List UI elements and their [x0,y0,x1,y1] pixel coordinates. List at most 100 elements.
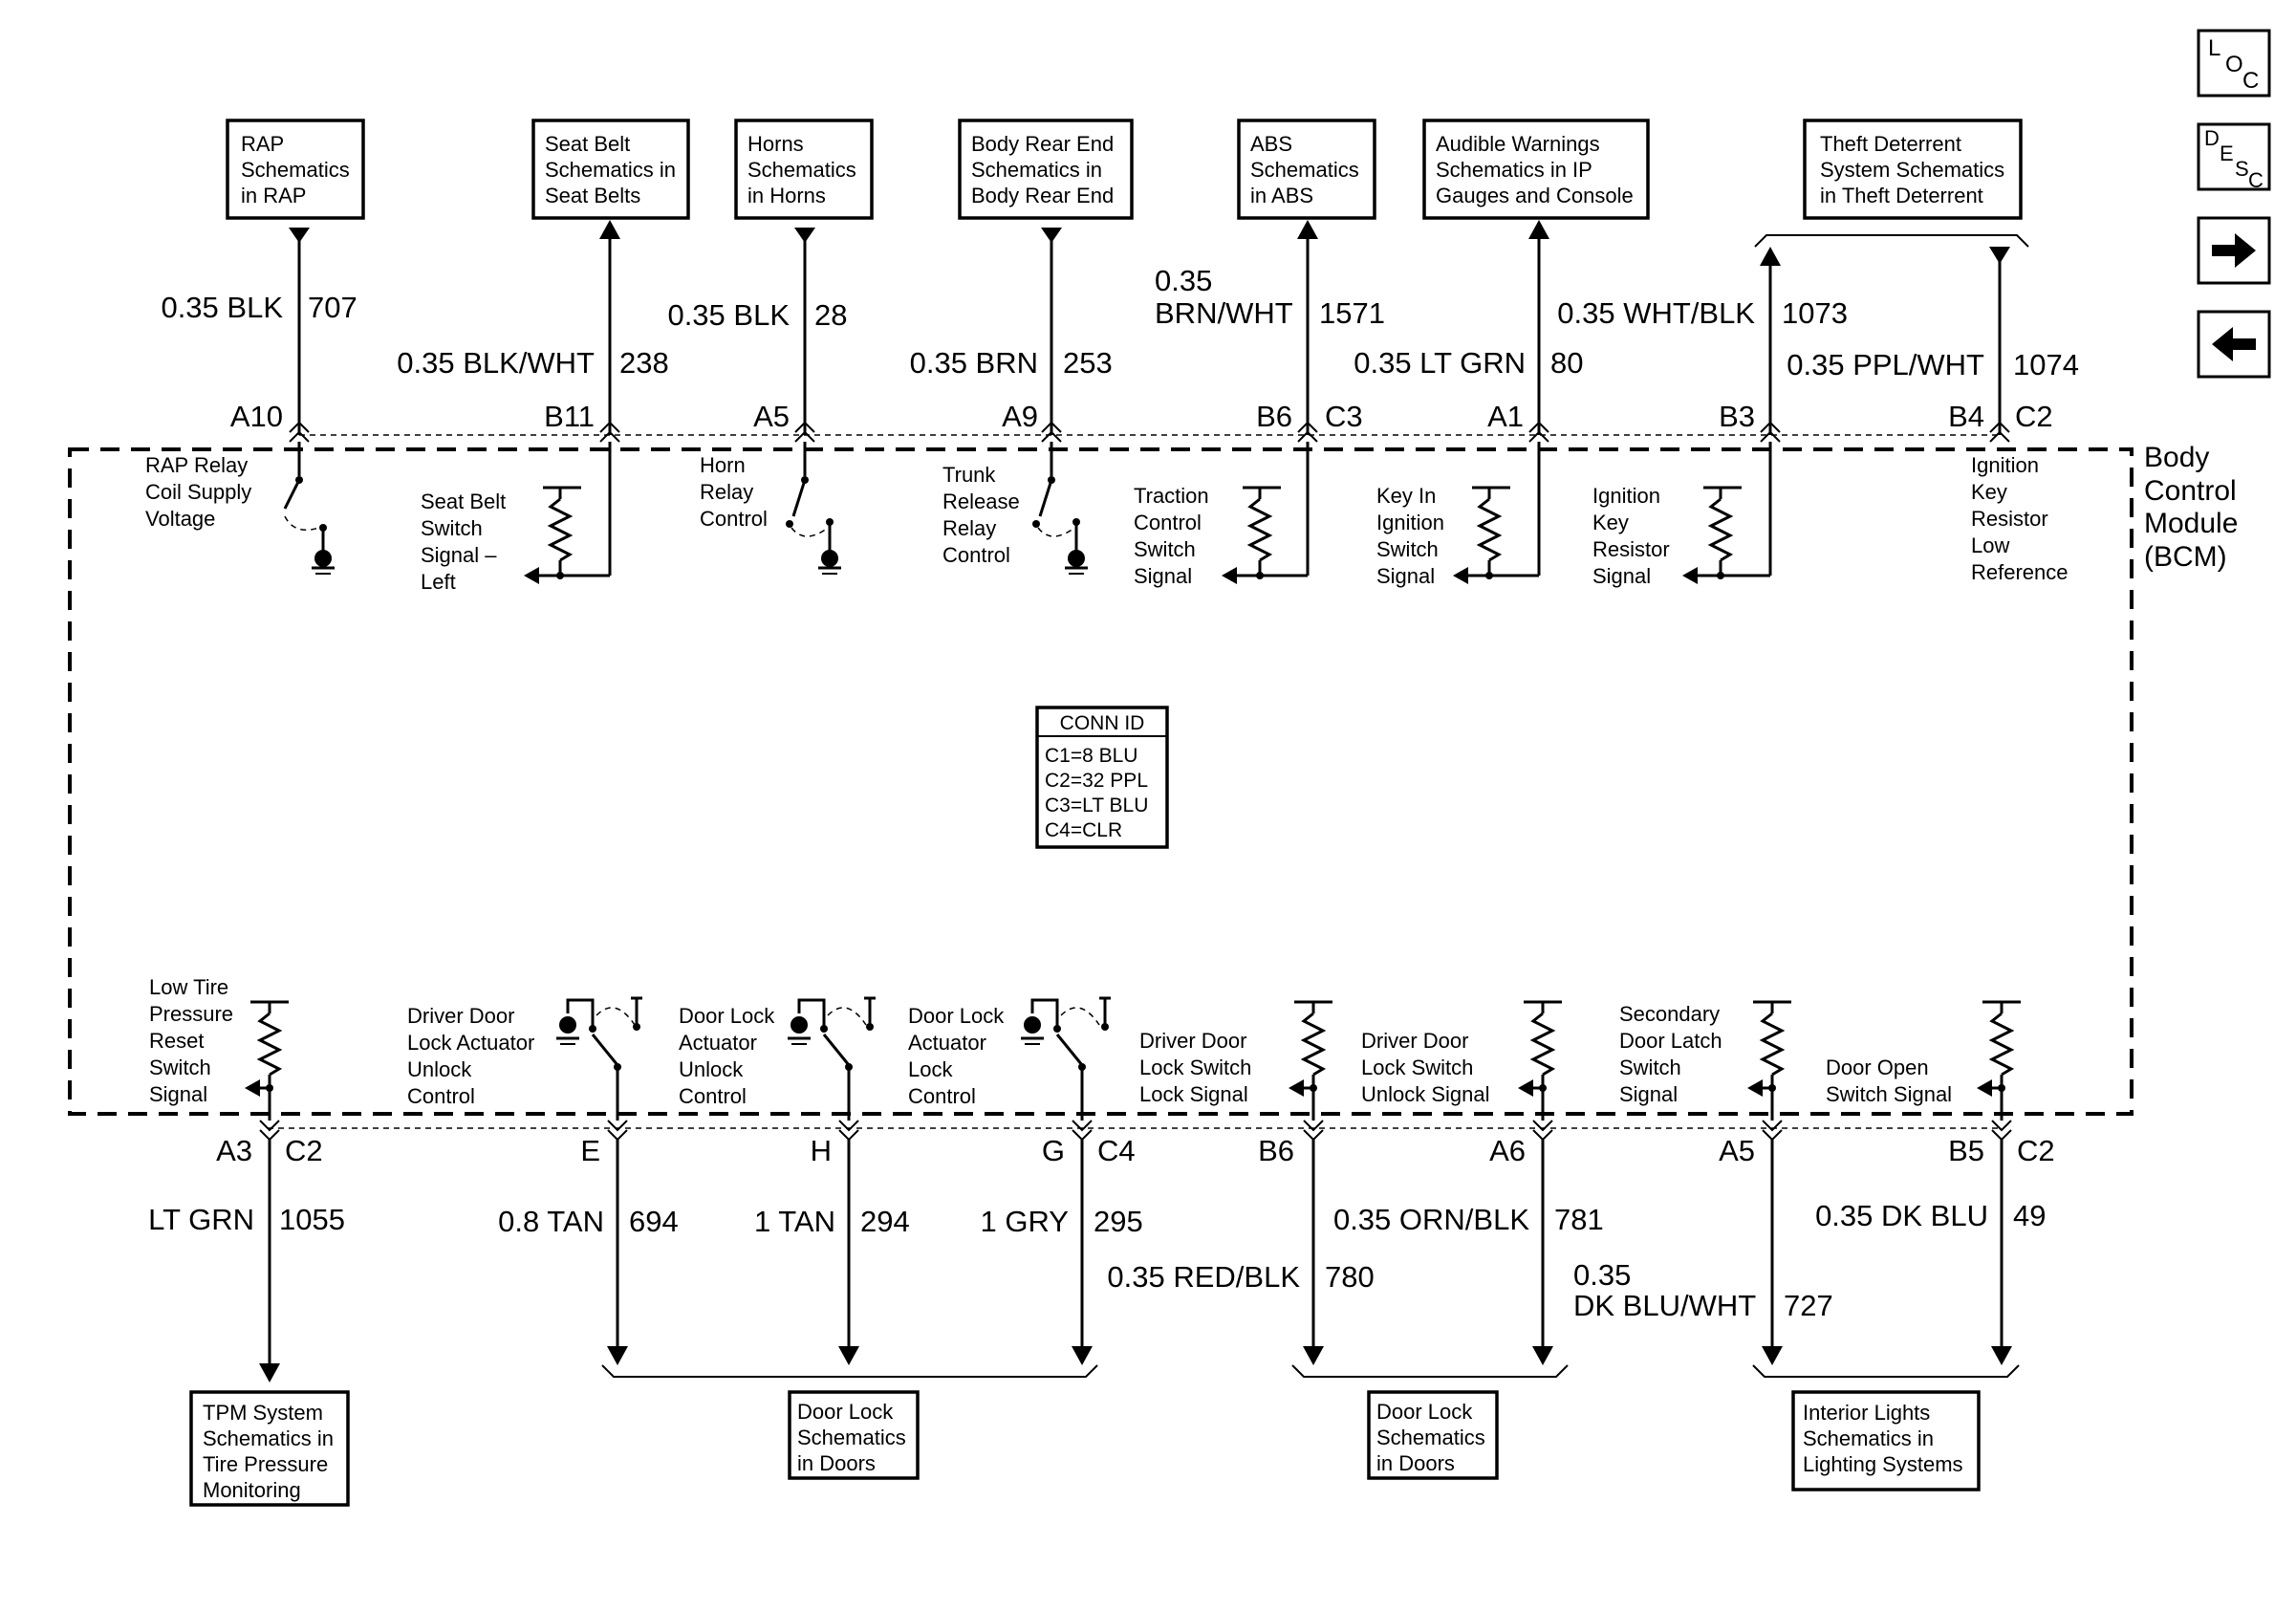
svg-text:Lock Switch: Lock Switch [1361,1056,1473,1079]
top-bracket [1754,234,2029,248]
top-pin-labels: A10 B11 A5 A9 B6 C3 A1 B3 B4 C2 [230,400,2053,433]
connector-label: C3 [1325,400,1363,433]
wire-number: 781 [1554,1203,1604,1236]
top-box-theft-deterrent[interactable]: Theft Deterrent System Schematics in The… [1803,119,2023,220]
trunk-release-switch [1032,442,1088,575]
desc-button[interactable]: D E S C [2197,122,2271,192]
svg-text:Switch: Switch [1619,1056,1681,1079]
pin-label: G [1042,1134,1065,1167]
pin-label: A1 [1487,400,1524,433]
loc-button[interactable]: L O C [2197,29,2271,98]
bcm-module-outline [68,447,2134,1116]
svg-text:Schematics in: Schematics in [545,158,676,182]
svg-text:Seat Belts: Seat Belts [545,184,640,207]
bottom-wire-labels: LT GRN 1055 0.8 TAN 694 1 TAN 294 1 GRY … [148,1199,2046,1322]
bcm-label-line: Control [2144,475,2237,507]
pin-label: A9 [1002,400,1038,433]
svg-text:Left: Left [421,570,456,594]
svg-text:Schematics: Schematics [1250,158,1359,182]
conn-id-title: CONN ID [1060,712,1145,734]
bcm-module-label: Body Control Module (BCM) [2144,442,2238,573]
wire-color: 0.35 WHT/BLK [1557,296,1755,330]
svg-text:RAP Relay: RAP Relay [145,453,248,477]
top-box-seat-belt[interactable]: Seat Belt Schematics in Seat Belts [531,119,690,220]
connector-label: C2 [2017,1134,2055,1167]
svg-text:Control: Control [700,507,768,531]
svg-text:Actuator: Actuator [908,1031,986,1055]
svg-text:Key: Key [1592,511,1629,534]
traction-control-resistor [1222,442,1310,584]
svg-text:Release: Release [942,490,1020,513]
wire-color: 0.35 ORN/BLK [1333,1203,1529,1236]
next-arrow-button[interactable] [2197,216,2271,285]
driver-door-lock-resistor [1289,1000,1332,1121]
secondary-latch-resistor [1747,1000,1791,1121]
ignition-key-resistor [1682,442,1772,584]
bottom-box-interior-lights[interactable]: Interior Lights Schematics in Lighting S… [1791,1390,1981,1491]
top-box-audible-warnings[interactable]: Audible Warnings Schematics in IP Gauges… [1422,119,1650,220]
svg-text:Trunk: Trunk [942,463,996,487]
svg-text:Control: Control [679,1084,747,1108]
svg-text:in Horns: in Horns [747,184,826,207]
svg-text:L: L [2208,35,2220,61]
top-box-rap[interactable]: RAP Schematics in RAP [226,119,365,220]
top-box-body-rear-end[interactable]: Body Rear End Schematics in Body Rear En… [958,119,1134,220]
svg-text:Schematics in: Schematics in [971,158,1102,182]
conn-id-line: C2=32 PPL [1045,770,1148,792]
svg-text:Reset: Reset [149,1029,204,1053]
bottom-brackets [601,1364,2020,1378]
bottom-box-tpm[interactable]: TPM System Schematics in Tire Pressure M… [189,1390,350,1507]
wire-number: 780 [1325,1260,1375,1294]
svg-text:Driver Door: Driver Door [1361,1029,1468,1053]
conn-id-box: CONN ID C1=8 BLU C2=32 PPL C3=LT BLU C4=… [1035,706,1169,849]
svg-text:Signal: Signal [1592,564,1651,588]
driver-door-unlock-switch [556,996,642,1121]
low-tire-resistor [245,1000,289,1121]
pin-label: B11 [544,400,595,433]
svg-text:S: S [2235,157,2249,181]
wire-number: 28 [814,298,847,332]
svg-text:Seat Belt: Seat Belt [421,490,506,513]
prev-arrow-button[interactable] [2197,310,2271,379]
svg-text:Unlock Signal: Unlock Signal [1361,1082,1490,1106]
top-wires [289,220,2010,435]
pin-label: A5 [753,400,790,433]
svg-text:ABS: ABS [1250,132,1292,156]
top-function-labels: RAP Relay Coil Supply Voltage Seat Belt … [145,453,2069,594]
svg-text:Control: Control [407,1084,475,1108]
wire-color: 0.35 PPL/WHT [1787,348,1984,381]
wire-number: 694 [629,1205,679,1238]
wire-color: LT GRN [148,1203,254,1236]
svg-text:Driver Door: Driver Door [407,1004,514,1028]
bcm-label-line: Body [2144,442,2209,473]
rap-relay-switch [283,442,335,575]
svg-text:Schematics in IP: Schematics in IP [1436,158,1592,182]
pin-label: B5 [1948,1134,1984,1167]
svg-text:Unlock: Unlock [679,1057,744,1081]
wire-color: DK BLU/WHT [1573,1289,1756,1322]
svg-text:Lock Signal: Lock Signal [1139,1082,1248,1106]
top-connector-chevrons [289,421,2010,443]
svg-text:O: O [2225,52,2243,77]
arrow-left-icon [2212,327,2256,361]
svg-text:Relay: Relay [942,516,996,540]
svg-text:Schematics: Schematics [747,158,856,182]
svg-text:in ABS: in ABS [1250,184,1313,207]
svg-text:Control: Control [1134,511,1202,534]
seat-belt-resistor [524,442,612,584]
bottom-box-door-lock-1[interactable]: Door Lock Schematics in Doors [788,1390,920,1480]
svg-text:Lock Switch: Lock Switch [1139,1056,1251,1079]
svg-text:Door Lock: Door Lock [1376,1400,1473,1424]
pin-label: A3 [216,1134,252,1167]
top-box-abs[interactable]: ABS Schematics in ABS [1237,119,1376,220]
svg-text:E: E [2220,142,2234,165]
svg-text:Gauges and Console: Gauges and Console [1436,184,1634,207]
wire-number: 1055 [279,1203,345,1236]
wire-number: 1073 [1782,296,1848,330]
wire-number: 80 [1550,346,1583,380]
top-box-horns[interactable]: Horns Schematics in Horns [734,119,874,220]
door-lock-switch [1021,996,1111,1121]
bottom-box-door-lock-2[interactable]: Door Lock Schematics in Doors [1367,1390,1499,1480]
svg-text:D: D [2204,126,2220,150]
